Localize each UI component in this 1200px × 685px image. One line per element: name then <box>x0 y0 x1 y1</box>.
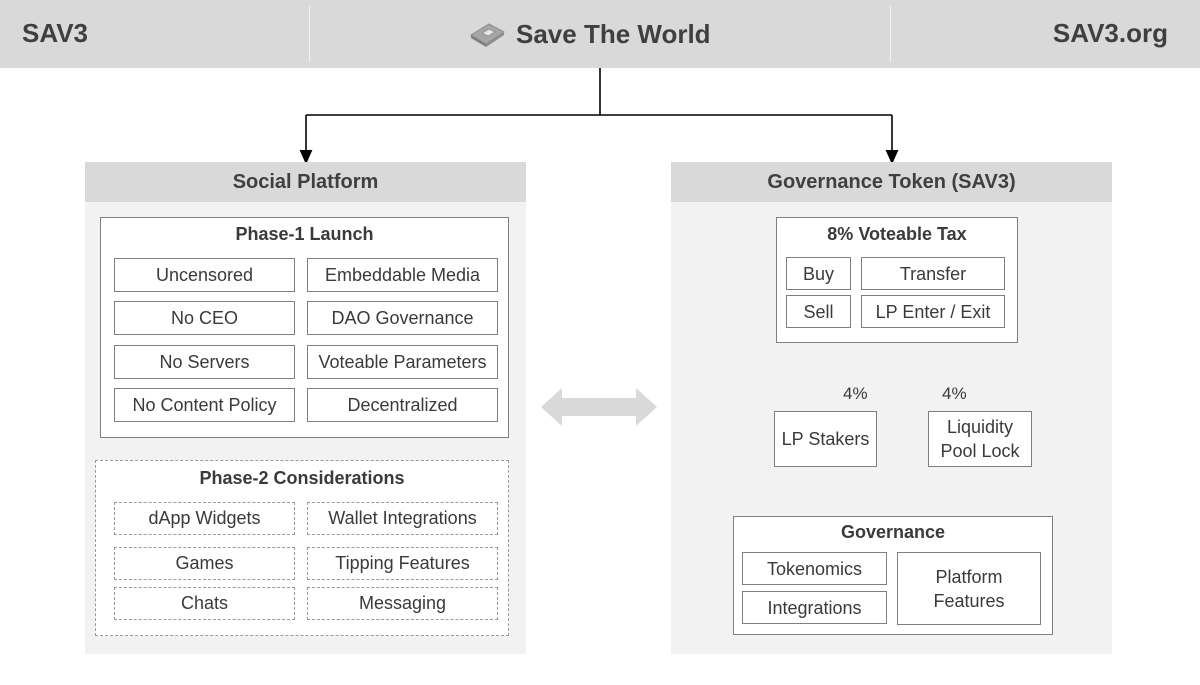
phase2-item: Wallet Integrations <box>307 502 498 535</box>
phase1-item: Uncensored <box>114 258 295 292</box>
phase1-item: No Content Policy <box>114 388 295 422</box>
phase2-title: Phase-2 Considerations <box>199 468 405 488</box>
tax-item-buy: Buy <box>786 257 851 290</box>
phase1-item: Embeddable Media <box>307 258 498 292</box>
header-site: SAV3.org <box>1052 18 1168 48</box>
governance-item-tokenomics: Tokenomics <box>742 552 887 585</box>
header-bar <box>0 0 1200 68</box>
header-brand: SAV3 <box>22 18 88 48</box>
phase2-item: Tipping Features <box>307 547 498 580</box>
phase2-item: Chats <box>114 587 295 620</box>
double-arrow <box>541 388 657 426</box>
phase1-item: Decentralized <box>307 388 498 422</box>
social-platform-title: Social Platform <box>85 162 526 202</box>
governance-title: Governance <box>840 522 946 542</box>
tree-connector <box>306 68 892 116</box>
governance-item-platform-features: Platform Features <box>897 552 1041 625</box>
chip-icon <box>470 23 505 47</box>
header-divider <box>890 6 891 62</box>
phase1-title: Phase-1 Launch <box>235 224 374 244</box>
platform-features-line: Platform <box>935 566 1003 587</box>
liquidity-lock-box: Liquidity Pool Lock <box>928 411 1032 467</box>
phase2-item: dApp Widgets <box>114 502 295 535</box>
split-left-label: 4% <box>843 384 868 403</box>
phase1-item: Voteable Parameters <box>307 345 498 379</box>
split-right-label: 4% <box>942 384 967 403</box>
phase1-item: DAO Governance <box>307 301 498 335</box>
phase2-item: Messaging <box>307 587 498 620</box>
header-title: Save The World <box>516 18 711 49</box>
governance-token-title: Governance Token (SAV3) <box>671 162 1112 202</box>
phase1-item: No CEO <box>114 301 295 335</box>
tax-item-sell: Sell <box>786 295 851 328</box>
tax-title: 8% Voteable Tax <box>827 224 967 244</box>
header-divider <box>309 6 310 62</box>
tax-item-transfer: Transfer <box>861 257 1005 290</box>
governance-item-integrations: Integrations <box>742 591 887 624</box>
lp-stakers-box: LP Stakers <box>774 411 877 467</box>
phase1-item: No Servers <box>114 345 295 379</box>
liquidity-lock-line: Liquidity <box>946 417 1014 437</box>
header-center: Save The World <box>468 16 711 52</box>
phase2-item: Games <box>114 547 295 580</box>
tax-item-lp: LP Enter / Exit <box>861 295 1005 328</box>
liquidity-lock-line: Pool Lock <box>940 441 1020 461</box>
platform-features-line: Features <box>933 590 1005 611</box>
